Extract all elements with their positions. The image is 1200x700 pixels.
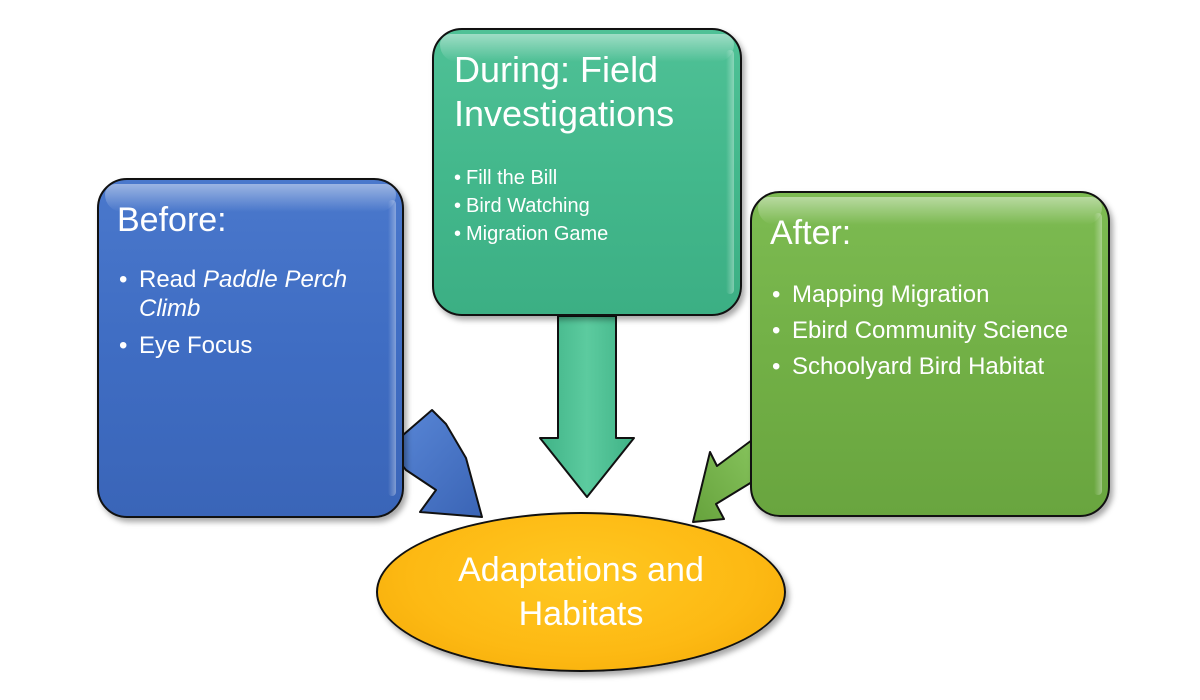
before-item-1: Read Paddle Perch Climb — [119, 266, 389, 324]
after-list: Mapping Migration Ebird Community Scienc… — [772, 281, 1092, 388]
during-box: During: Field Investigations Fill the Bi… — [432, 28, 742, 316]
before-box: Before: Read Paddle Perch Climb Eye Focu… — [97, 178, 404, 518]
arrow-after-icon — [692, 439, 753, 523]
during-item-2: Bird Watching — [454, 194, 734, 218]
after-title: After: — [770, 214, 852, 252]
before-item-2: Eye Focus — [119, 332, 389, 361]
before-title: Before: — [117, 201, 227, 239]
during-list: Fill the Bill Bird Watching Migration Ga… — [454, 166, 734, 250]
during-item-3: Migration Game — [454, 222, 734, 246]
after-box: After: Mapping Migration Ebird Community… — [750, 191, 1110, 517]
during-title: During: Field Investigations — [454, 49, 675, 134]
after-item-1: Mapping Migration — [772, 281, 1092, 310]
before-list: Read Paddle Perch Climb Eye Focus — [119, 266, 389, 368]
center-label: Adaptations and Habitats — [458, 550, 704, 633]
during-item-1: Fill the Bill — [454, 166, 734, 190]
before-item-1-book-title: Paddle Perch Climb — [139, 266, 348, 322]
center-oval: Adaptations and Habitats — [376, 512, 786, 672]
arrow-during-icon — [539, 315, 635, 498]
after-item-3: Schoolyard Bird Habitat — [772, 353, 1092, 382]
after-item-2: Ebird Community Science — [772, 317, 1092, 346]
arrow-before-icon — [387, 409, 483, 518]
before-item-1-prefix: Read — [139, 266, 204, 293]
